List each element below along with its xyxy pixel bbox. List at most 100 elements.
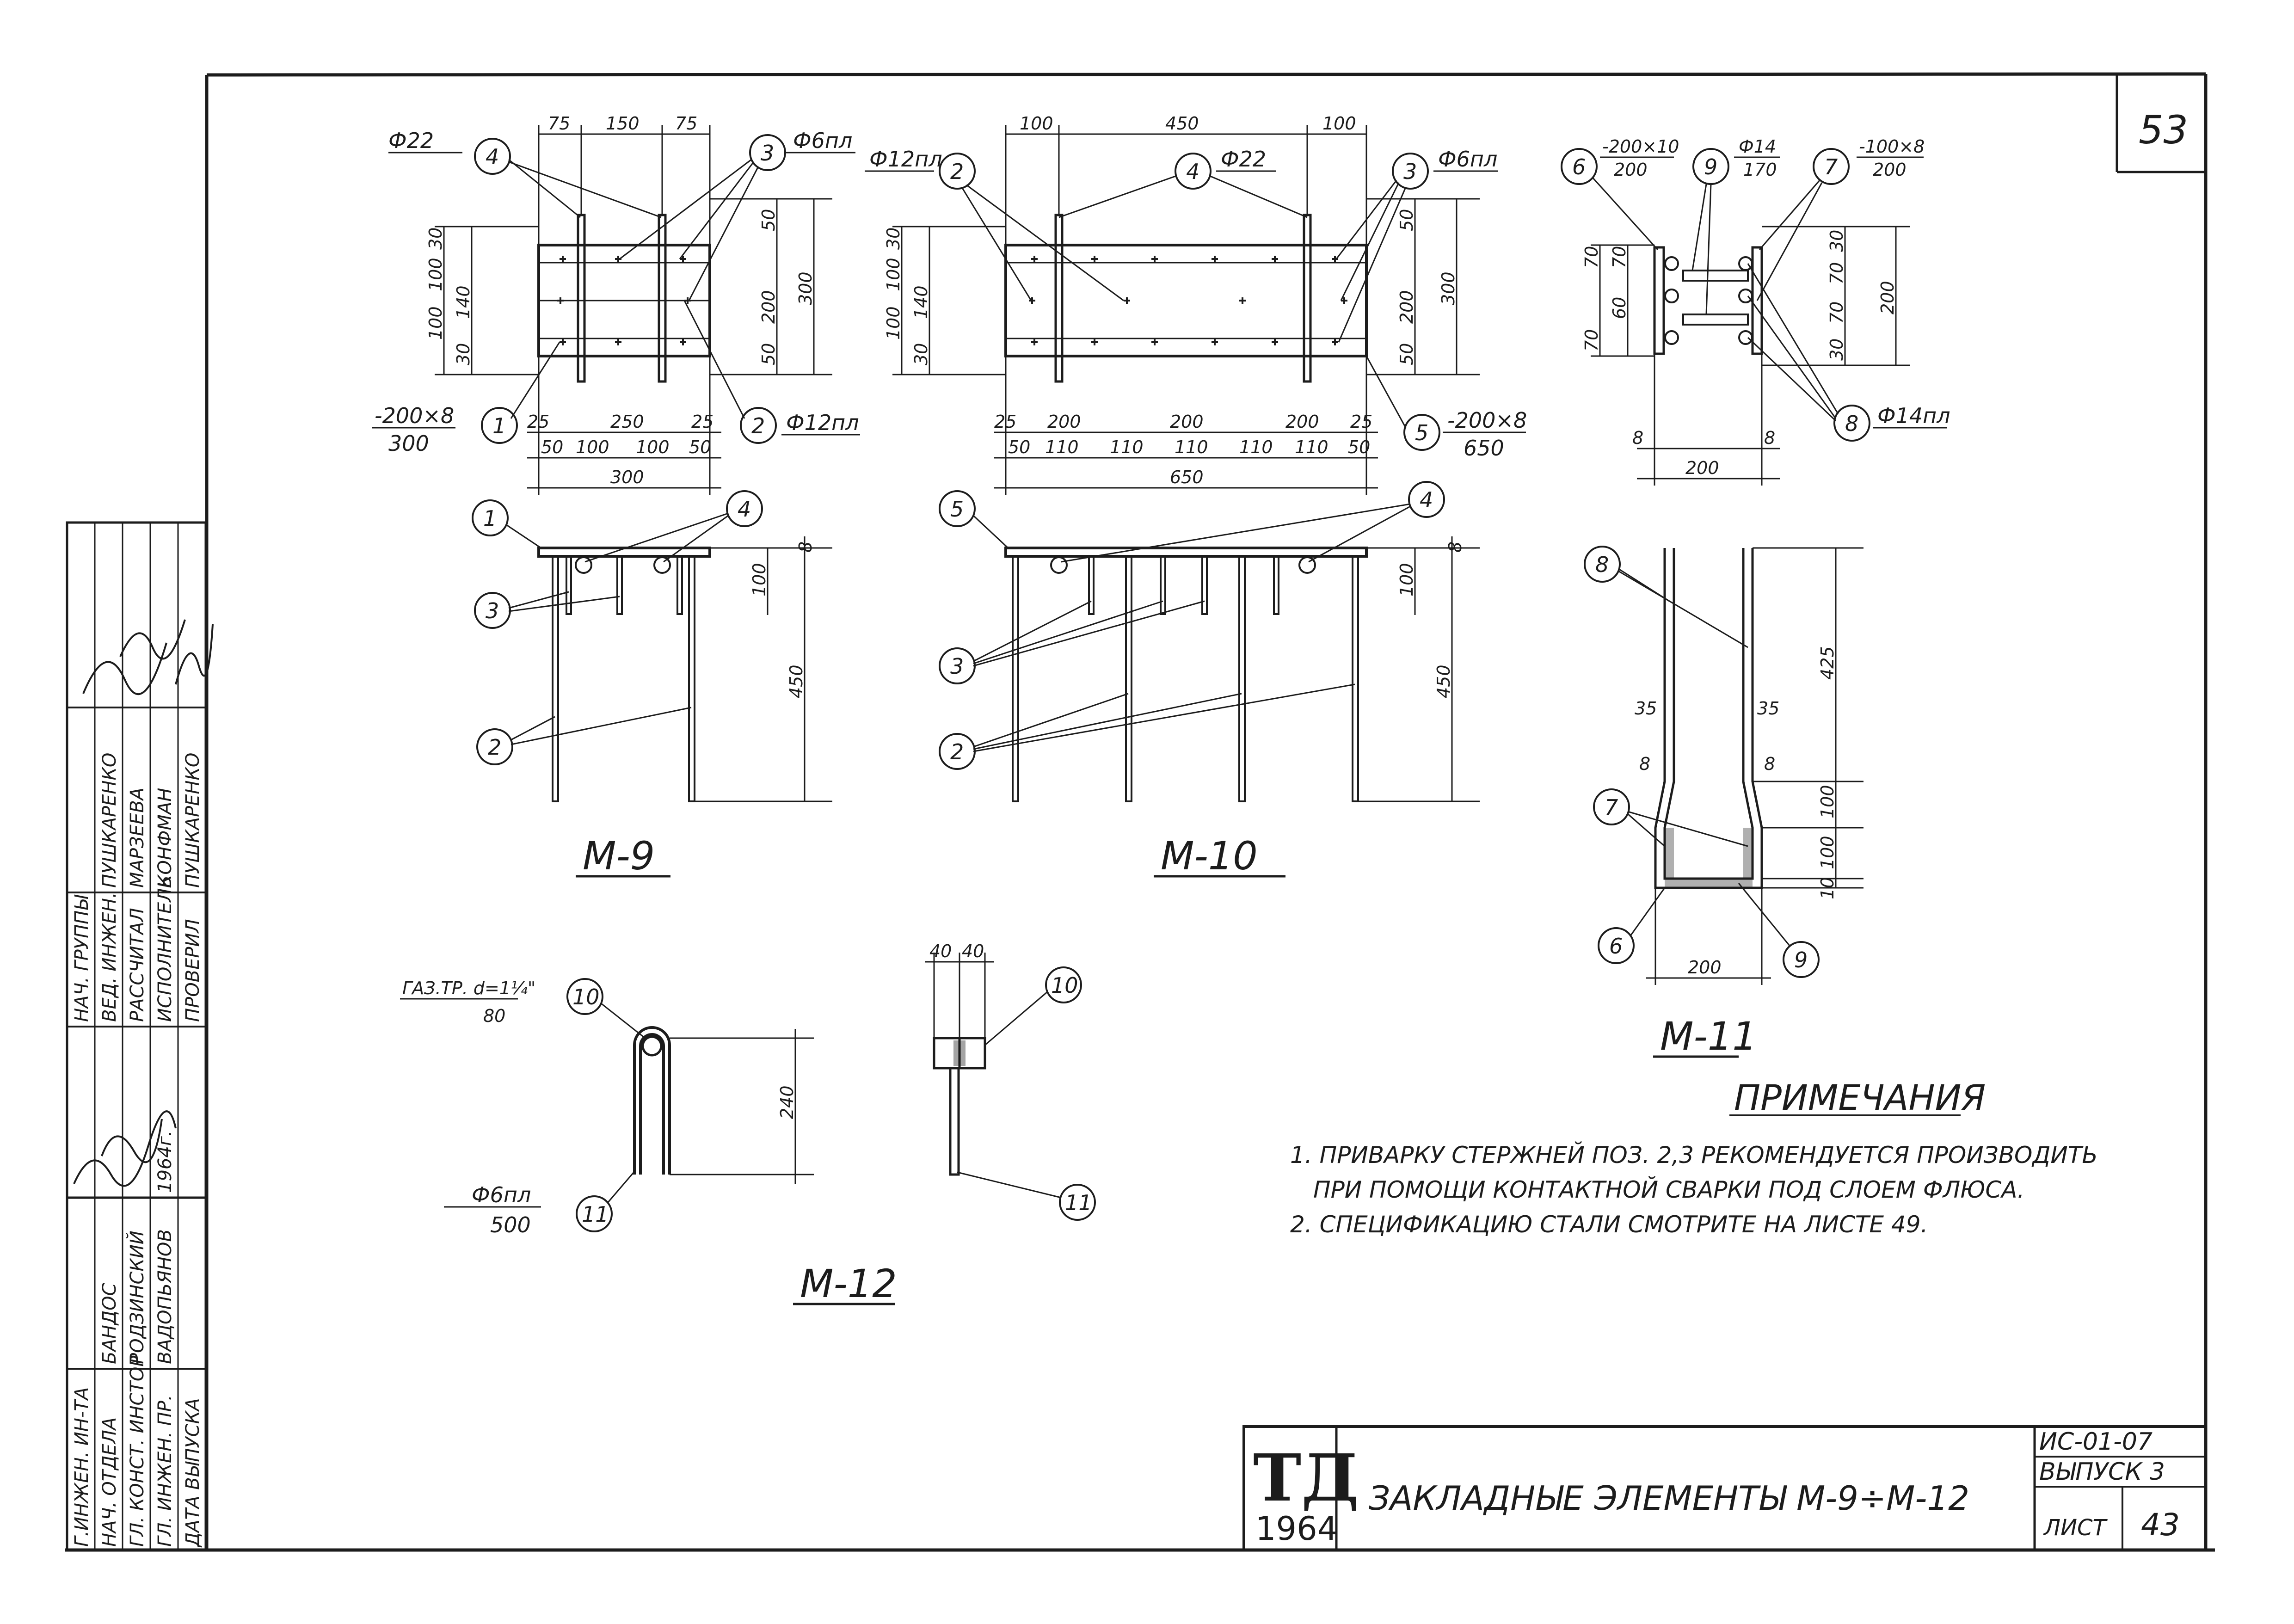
m9-plate-num: -200×8 <box>375 403 454 428</box>
m11-elev-dim-6: 100 <box>1817 785 1838 818</box>
m11-plan: 8 8 200 70 70 60 70 30 70 70 30 200 -200… <box>1561 136 1950 486</box>
m10-dim-bottom-6: 50 <box>1008 437 1030 457</box>
drawing-code: ИС-01-07 <box>2039 1428 2153 1456</box>
m12-top-dim-1: 40 <box>929 941 952 961</box>
m9-tag-1 <box>481 407 518 444</box>
m12-tag-10-text: 10 <box>572 984 600 1009</box>
m9-elev-tag-4 <box>726 490 763 527</box>
m11-left-dim-1: 70 <box>1581 246 1602 268</box>
m10-tag-4 <box>1175 153 1212 190</box>
m9-dim-right-2: 200 <box>758 290 779 324</box>
m10-elev-tag-5 <box>939 490 976 527</box>
m9-elev-tag-2 <box>476 728 513 765</box>
m9-elev-tag-1 <box>472 499 509 536</box>
m11-right-dim-1: 30 <box>1827 230 1847 252</box>
m11-left-dim-3: 60 <box>1609 297 1630 319</box>
m12-caption: М-12 <box>800 1261 897 1306</box>
m10-dim-bottom-12: 50 <box>1348 437 1370 457</box>
m9-tag-3-text: 3 <box>761 141 774 166</box>
m12-side-tag-11-text: 11 <box>1065 1190 1092 1215</box>
m9-elev-dim-2: 100 <box>749 563 769 597</box>
m11-right-dim-4: 30 <box>1827 338 1847 361</box>
m9-plate-den: 300 <box>388 431 429 456</box>
m9-tag-3 <box>749 134 786 171</box>
m10-elev-dim-1: 8 <box>1445 541 1465 553</box>
m11-elev-tag-8-text: 8 <box>1595 552 1609 577</box>
stamp-role2-3: РАССЧИТАЛ <box>127 908 148 1022</box>
m12-detail: 240 ГАЗ.ТР. d=1¼" 80 Ф6пл 500 10 11 40 4… <box>400 941 1096 1306</box>
m10-tag-4-text: 4 <box>1186 159 1199 184</box>
stamp-name2-2: МАРЗЕЕВА <box>127 787 148 888</box>
signature-mark <box>73 1110 177 1187</box>
m9-bar4-label: Ф22 <box>388 128 434 153</box>
m11-elev-tag-8 <box>1584 546 1621 583</box>
m10-elev-tag-4-text: 4 <box>1420 487 1433 512</box>
stamp-name-1: БАНДОС <box>99 1283 120 1364</box>
m9-dim-bottom-5: 100 <box>576 437 609 457</box>
m11-tag-7 <box>1813 148 1850 185</box>
m11-pl6-num: -200×10 <box>1602 136 1679 157</box>
m9-elevation: 8 100 450 1 4 3 2 М-9 <box>472 490 832 879</box>
m12-pipe-num: ГАЗ.ТР. d=1¼" <box>402 978 535 998</box>
m9-dim-bottom-1: 25 <box>527 412 549 432</box>
stamp-role-1: Г.ИНЖЕН. ИН-ТА <box>71 1387 92 1547</box>
m10-dim-right-4: 300 <box>1438 271 1458 305</box>
note-1-cont: ПРИ ПОМОЩИ КОНТАКТНОЙ СВАРКИ ПОД СЛОЕМ Ф… <box>1313 1176 2024 1203</box>
m11-elevation: 425 100 100 10 35 35 8 8 200 8 7 6 9 М-1… <box>1584 546 1863 1059</box>
m10-elev-tag-5-text: 5 <box>950 497 964 522</box>
m11-tag-6 <box>1561 148 1598 185</box>
m11-elev-tag-9 <box>1783 941 1820 978</box>
m10-elev-dim-2: 100 <box>1396 563 1417 597</box>
m11-elev-dim-3: 35 <box>1757 698 1779 719</box>
m10-dim-bottom-11: 110 <box>1295 437 1328 457</box>
m11-elev-dim-9: 200 <box>1688 957 1722 978</box>
notes-block: ПРИМЕЧАНИЯ 1. ПРИВАРКУ СТЕРЖНЕЙ ПОЗ. 2,3… <box>1290 1077 2098 1238</box>
m10-tag-3 <box>1392 153 1429 190</box>
m11-width-dim-1: 8 <box>1632 428 1643 448</box>
m10-plate-num: -200×8 <box>1447 408 1527 433</box>
m9-dim-top-2: 150 <box>606 113 640 134</box>
m11-tag-9-text: 9 <box>1704 154 1717 179</box>
m11-right-dim-2: 70 <box>1827 262 1847 284</box>
m10-dim-bottom-10: 110 <box>1239 437 1273 457</box>
m10-dim-bottom-total: 650 <box>1170 467 1204 487</box>
m11-pl6-den: 200 <box>1614 160 1648 180</box>
m12-tag-10 <box>566 978 603 1015</box>
m9-dim-left-4: 100 <box>425 306 446 340</box>
m9-tag-2-text: 2 <box>751 413 765 438</box>
m9-elev-tag-2-text: 2 <box>488 735 501 760</box>
m11-left-dim-4: 70 <box>1581 329 1602 351</box>
m11-elev-dim-1: 425 <box>1817 646 1838 680</box>
m10-dim-top-2: 450 <box>1165 113 1199 134</box>
m10-elevation: 8 100 450 5 4 3 2 М-10 <box>939 481 1480 879</box>
m9-dim-bottom-6: 100 <box>636 437 670 457</box>
m10-dim-top-3: 100 <box>1322 113 1356 134</box>
stamp-role2-5: ПРОВЕРИЛ <box>182 919 203 1022</box>
stamp-name-3: ВАДОПЬЯНОВ <box>154 1229 176 1364</box>
m12-side-tag-11 <box>1059 1184 1096 1221</box>
stamp-role-5: ДАТА ВЫПУСКА <box>182 1398 203 1548</box>
stamp-role2-4: ИСПОЛНИТЕЛЬ <box>154 875 176 1022</box>
m9-elev-dim-3: 450 <box>786 664 806 698</box>
note-1: 1. ПРИВАРКУ СТЕРЖНЕЙ ПОЗ. 2,3 РЕКОМЕНДУЕ… <box>1290 1141 2098 1169</box>
stamp-name2-1: ПУШКАРЕНКО <box>99 753 120 888</box>
m10-elev-tag-4 <box>1408 481 1445 518</box>
m10-bar2-label: Ф12пл <box>869 147 942 172</box>
logo-letters: ТД <box>1253 1440 1359 1516</box>
m11-elev-dim-2: 35 <box>1635 698 1657 719</box>
m10-dim-right-2: 200 <box>1396 290 1417 324</box>
notes-heading: ПРИМЕЧАНИЯ <box>1734 1077 1986 1118</box>
m10-elev-tag-3-text: 3 <box>950 654 964 679</box>
m10-dim-bottom-3: 200 <box>1170 412 1204 432</box>
m9-dim-top-1: 75 <box>548 113 570 134</box>
m10-bar4-label: Ф22 <box>1221 147 1266 172</box>
m9-tag-4 <box>474 138 511 175</box>
approval-stamp: Г.ИНЖЕН. ИН-ТА НАЧ. ОТДЕЛА ГЛ. КОНСТ. ИН… <box>66 521 214 1551</box>
signature-mark <box>82 642 167 695</box>
m10-dim-left-4: 100 <box>883 306 904 340</box>
m11-elev-dim-7: 100 <box>1817 836 1838 869</box>
stamp-role-3: ГЛ. КОНСТ. ИНСТОР <box>127 1355 148 1547</box>
m11-tag-6-text: 6 <box>1572 154 1586 179</box>
m11-elev-tag-6-text: 6 <box>1609 934 1623 959</box>
m10-caption: М-10 <box>1161 833 1258 879</box>
